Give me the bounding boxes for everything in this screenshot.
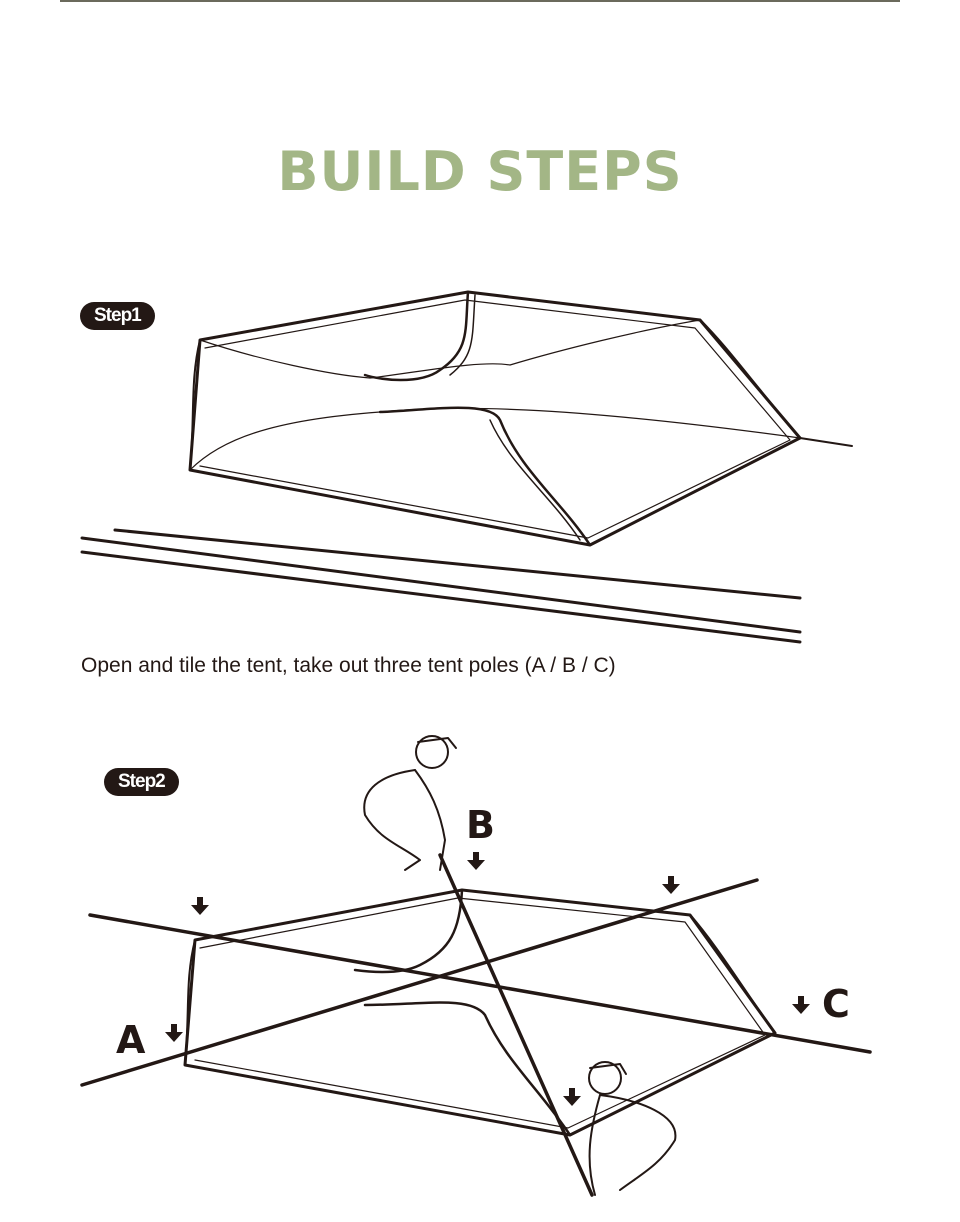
person-top <box>363 735 457 871</box>
pole-label-a: A <box>116 1018 146 1062</box>
arrow-down-icon <box>467 852 485 870</box>
pole-label-c: C <box>822 982 850 1026</box>
arrow-down-icon <box>191 897 209 915</box>
step2-poles <box>80 853 872 1197</box>
arrow-down-icon <box>563 1088 581 1106</box>
arrow-icons <box>165 852 810 1106</box>
tent-poles <box>80 528 802 644</box>
arrow-down-icon <box>792 996 810 1014</box>
step1-caption: Open and tile the tent, take out three t… <box>81 654 616 677</box>
top-divider <box>60 0 900 2</box>
step2-badge: Step2 <box>104 768 179 796</box>
step1-tent-illustration <box>188 290 853 547</box>
arrow-down-icon <box>165 1024 183 1042</box>
arrow-down-icon <box>662 876 680 894</box>
pole-a <box>80 878 759 1087</box>
pole-label-b: B <box>466 803 495 847</box>
step1-badge: Step1 <box>80 302 155 330</box>
pole-c <box>88 913 872 1054</box>
step2-tent-illustration <box>183 888 777 1137</box>
pole-b <box>438 853 594 1197</box>
person-bottom <box>588 1061 677 1196</box>
page-title: BUILD STEPS <box>277 140 683 203</box>
